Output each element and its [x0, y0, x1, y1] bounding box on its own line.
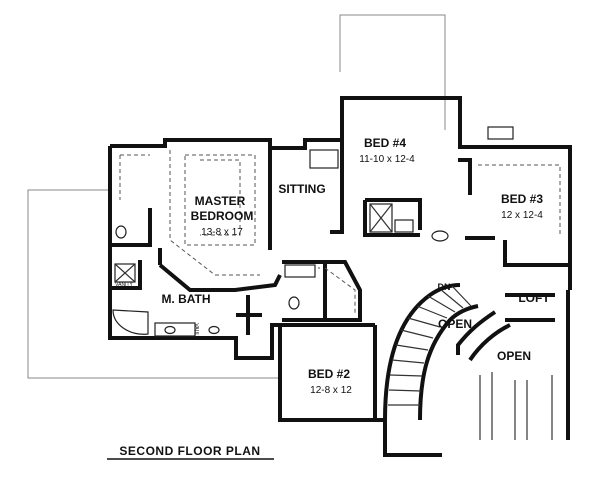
- open-railings: [479, 372, 553, 440]
- bed4-label: BED #4: [364, 136, 406, 150]
- curved-staircase: [383, 283, 479, 421]
- bed2-size: 12-8 x 12: [310, 385, 352, 396]
- master-bath-label: M. BATH: [161, 292, 210, 306]
- bed3-label: BED #3: [501, 192, 543, 206]
- lower-level-outline: [27, 14, 446, 379]
- plan-title-text: SECOND FLOOR PLAN: [119, 444, 260, 458]
- open-label-right: OPEN: [497, 349, 531, 363]
- fixtures: [112, 126, 514, 337]
- master-bedroom-size: 13-8 x 17: [201, 227, 243, 238]
- plan-title: SECOND FLOOR PLAN: [107, 444, 274, 460]
- open-label-stair: OPEN: [438, 317, 472, 331]
- interior-walls: [110, 140, 568, 420]
- loft-label: LOFT: [518, 291, 550, 305]
- bed3-size: 12 x 12-4: [501, 210, 543, 221]
- master-bedroom-label-line2: BEDROOM: [191, 209, 254, 223]
- stair-down-label: DN: [438, 282, 451, 292]
- room-labels: MASTER BEDROOM 13-8 x 17 SITTING BED #4 …: [115, 136, 550, 396]
- bed2-label: BED #2: [308, 367, 350, 381]
- bed4-size: 11-10 x 12-4: [359, 154, 415, 165]
- vault-label: VAULT: [193, 323, 199, 338]
- master-bedroom-label-line1: MASTER: [195, 194, 246, 208]
- sitting-label: SITTING: [278, 182, 325, 196]
- vanity-label: VANITY: [115, 282, 133, 288]
